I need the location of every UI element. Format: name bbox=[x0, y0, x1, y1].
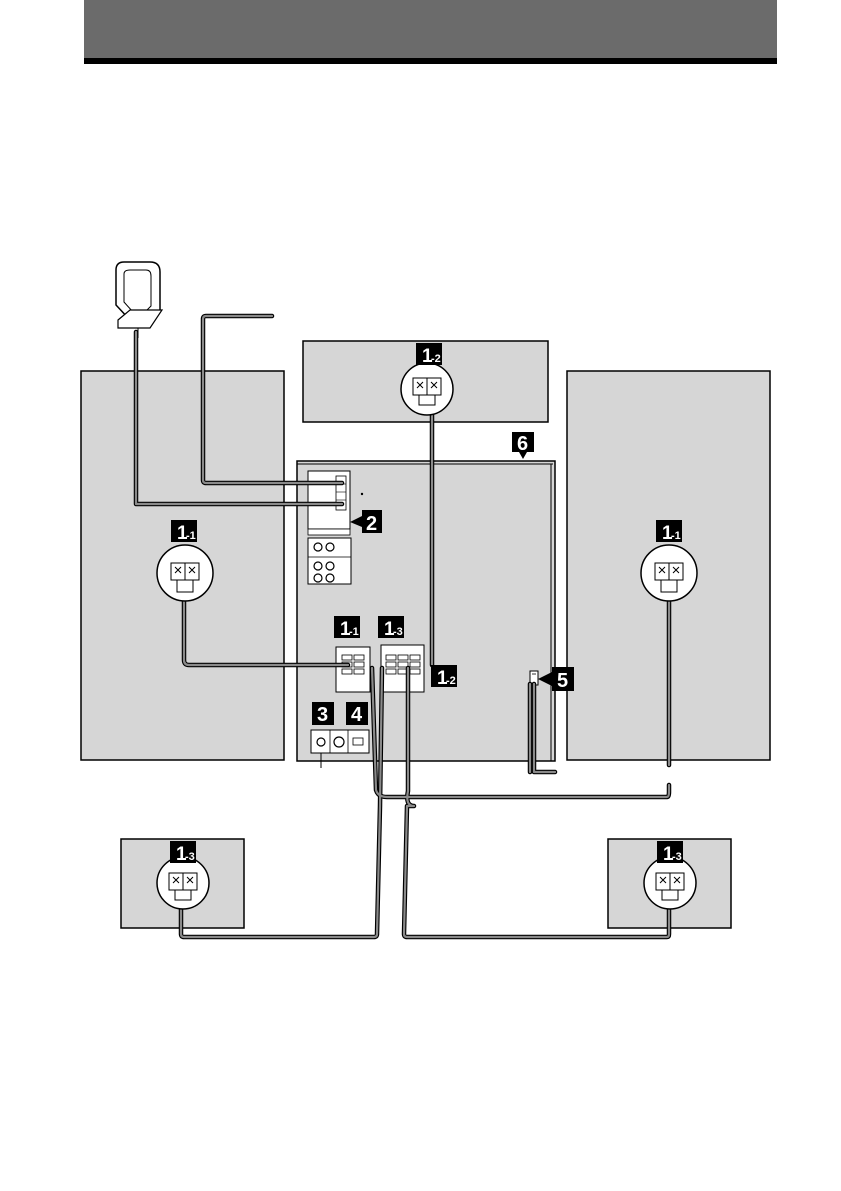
badge-center: 1 -2 bbox=[416, 343, 442, 367]
svg-text:4: 4 bbox=[351, 704, 363, 726]
speaker-terminal-icon-front-right bbox=[641, 545, 697, 601]
speaker-terminal-icon-center bbox=[401, 363, 453, 415]
svg-text:-1: -1 bbox=[671, 530, 681, 542]
badge-surround-right: 1 -3 bbox=[657, 841, 683, 865]
speaker-terminal-icon-front-left bbox=[157, 545, 213, 601]
header-rule bbox=[84, 58, 777, 64]
svg-text:-3: -3 bbox=[185, 851, 195, 863]
badge-surround-left: 1 -3 bbox=[170, 841, 196, 865]
svg-text:5: 5 bbox=[557, 670, 568, 692]
badge-front-left: 1 -1 bbox=[171, 520, 197, 544]
svg-text:-1: -1 bbox=[186, 530, 196, 542]
svg-text:-1: -1 bbox=[349, 626, 359, 638]
svg-text:-3: -3 bbox=[393, 626, 403, 638]
svg-text:2: 2 bbox=[366, 513, 377, 535]
svg-text:3: 3 bbox=[317, 704, 328, 726]
main-unit-rear bbox=[297, 461, 555, 768]
callout-video-jack: 4 bbox=[346, 702, 368, 726]
svg-text:-2: -2 bbox=[446, 675, 456, 687]
badge-unit-front: 1 -1 bbox=[334, 616, 360, 640]
callout-unit: 6 bbox=[512, 432, 534, 459]
badge-unit-center: 1 -2 bbox=[431, 665, 457, 689]
header-bar bbox=[84, 0, 777, 58]
badge-unit-surround: 1 -3 bbox=[378, 616, 404, 640]
callout-antenna-jack: 3 bbox=[312, 702, 334, 726]
svg-text:-2: -2 bbox=[431, 353, 441, 365]
svg-text:6: 6 bbox=[517, 433, 528, 455]
svg-text:-3: -3 bbox=[672, 851, 682, 863]
badge-front-right: 1 -1 bbox=[656, 520, 682, 544]
loop-antenna-icon bbox=[116, 262, 162, 338]
